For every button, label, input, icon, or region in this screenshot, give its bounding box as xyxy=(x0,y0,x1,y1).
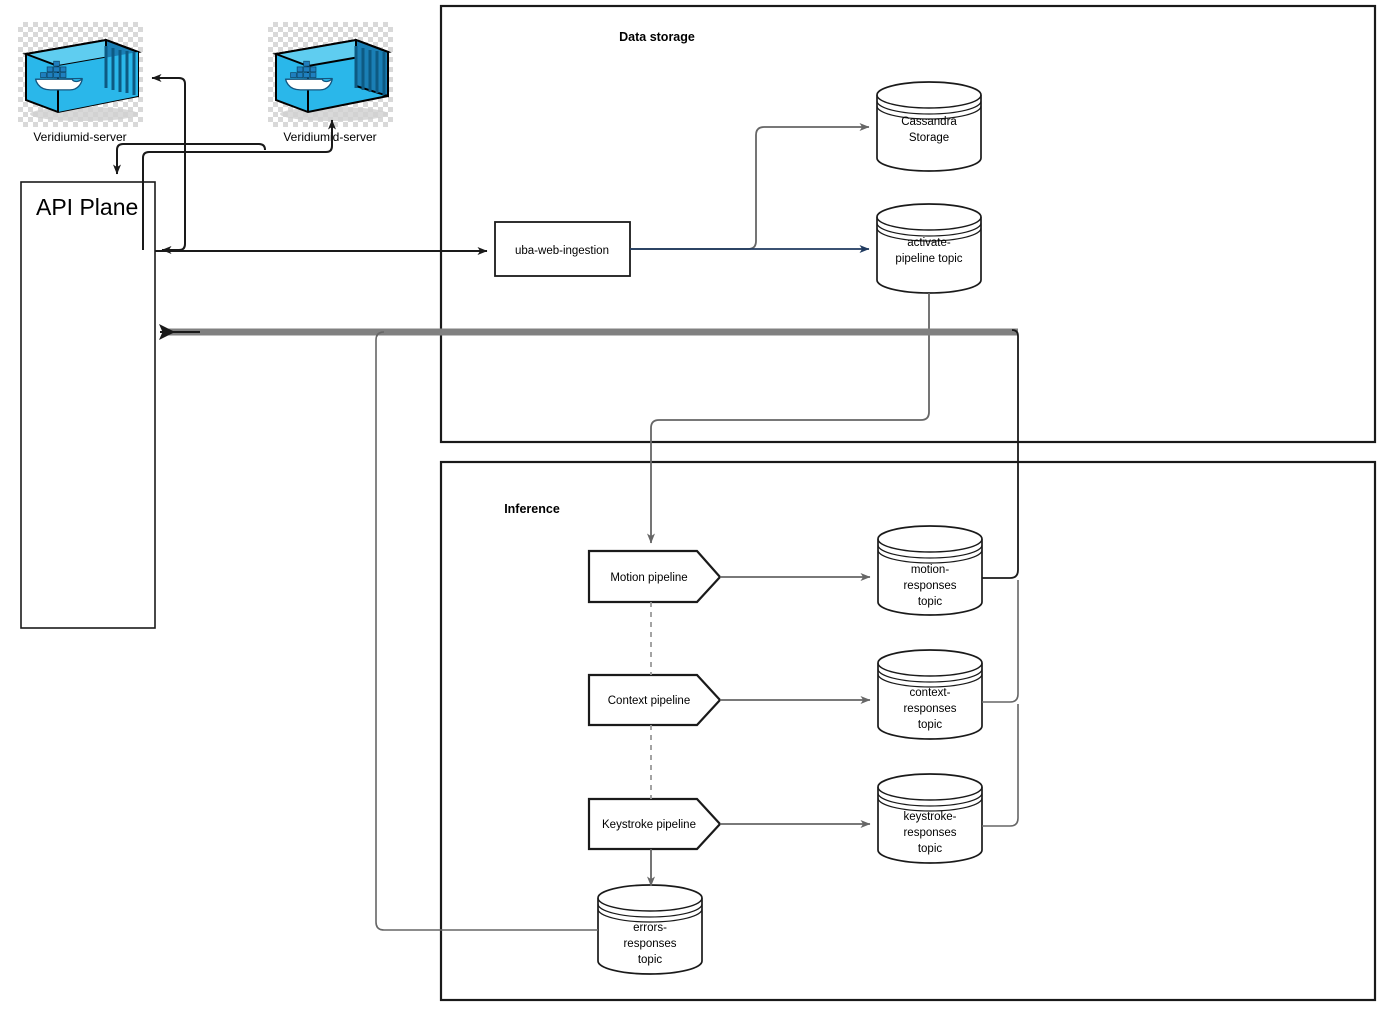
edge-context-responses-to-bus xyxy=(982,580,1019,703)
errors-responses-label-line1: errors- xyxy=(633,922,667,934)
docker-container-icon xyxy=(18,22,143,127)
server-1-label: Veridiumid-server xyxy=(33,130,127,144)
context-responses-label-line1: context- xyxy=(910,687,951,699)
cylinder-motion-responses xyxy=(877,525,983,616)
docker-container-icon xyxy=(268,22,393,127)
cylinder-context-responses xyxy=(877,649,983,740)
edge-uba-to-cassandra xyxy=(630,123,870,250)
uba-web-ingestion-box xyxy=(494,221,631,277)
chevron-keystroke-pipeline xyxy=(587,797,722,851)
chevron-motion-pipeline xyxy=(587,549,722,604)
cylinder-errors-responses xyxy=(597,884,703,975)
motion-responses-label-line2: responses xyxy=(903,580,956,592)
cylinder-cassandra xyxy=(876,81,982,172)
edge-errors-responses-to-apiplane xyxy=(375,331,598,931)
errors-responses-label-line2: responses xyxy=(623,938,676,950)
group-box-data-storage xyxy=(439,4,1377,444)
uba-web-ingestion-label: uba-web-ingestion xyxy=(515,245,609,257)
activate-pipeline-label-line1: activate- xyxy=(907,237,951,249)
motion-responses-label-line1: motion- xyxy=(911,564,950,576)
edge-keystroke-responses-to-bus xyxy=(982,704,1019,827)
api-plane-title: API Plane xyxy=(36,194,138,220)
motion-responses-label-line3: topic xyxy=(918,596,943,608)
keystroke-pipeline-label: Keystroke pipeline xyxy=(602,819,696,831)
cassandra-label-line1: Cassandra xyxy=(901,116,957,128)
context-pipeline-label: Context pipeline xyxy=(608,695,690,707)
errors-responses-label-line3: topic xyxy=(638,954,663,966)
chevron-context-pipeline xyxy=(587,673,722,727)
group-box-inference xyxy=(439,460,1377,1002)
edge-bus-corner xyxy=(1011,329,1019,340)
context-responses-label-line2: responses xyxy=(903,703,956,715)
group-title-data-storage: Data storage xyxy=(619,30,695,44)
motion-pipeline-label: Motion pipeline xyxy=(610,572,687,584)
cassandra-label-line2: Storage xyxy=(909,132,949,144)
cylinder-keystroke-responses xyxy=(877,773,983,864)
api-plane-box xyxy=(20,181,156,629)
server-2-label: Veridiumid-server xyxy=(283,130,377,144)
cylinder-activate-pipeline xyxy=(876,203,982,294)
keystroke-responses-label-line3: topic xyxy=(918,843,943,855)
group-title-inference: Inference xyxy=(504,502,560,516)
context-responses-label-line3: topic xyxy=(918,719,943,731)
edge-activate-pipeline-to-motion xyxy=(647,293,930,544)
edge-apiplane-to-server2 xyxy=(142,119,336,250)
activate-pipeline-label-line2: pipeline topic xyxy=(895,253,962,265)
edge-to-server1 xyxy=(151,74,186,244)
keystroke-responses-label-line1: keystroke- xyxy=(903,811,956,823)
edge-motion-responses-to-bus xyxy=(982,340,1019,579)
edge-into-apiplane-top xyxy=(113,143,266,175)
keystroke-responses-label-line2: responses xyxy=(903,827,956,839)
edge-into-grpc xyxy=(161,243,186,254)
